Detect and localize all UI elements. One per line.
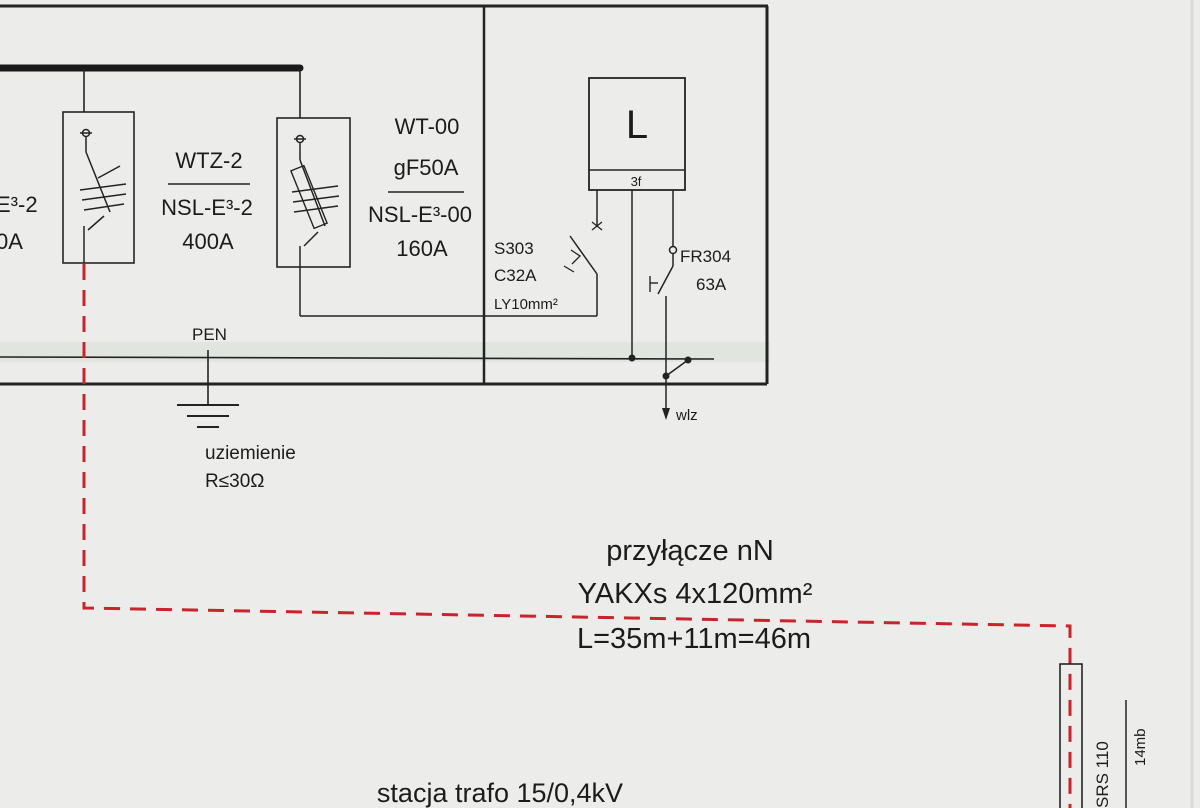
grounding-label: uziemienie [205, 443, 296, 464]
cable-route-dashed [82, 264, 1072, 808]
station-label: stacja trafo 15/0,4kV [377, 778, 623, 808]
fr304-rating: 63A [696, 275, 727, 294]
wlz-junction-dot [662, 372, 670, 380]
wt00-rating: 160A [396, 236, 448, 261]
grounding-resistance: R≤30Ω [205, 471, 265, 492]
s303-cable: LY10mm² [494, 296, 558, 313]
srs-length: 14mb [1132, 728, 1149, 766]
wt00-fuse-switch [276, 117, 597, 317]
wtz2-rating: 400A [182, 229, 234, 254]
wtz2-name: WTZ-2 [175, 148, 242, 173]
meter-symbol: L [626, 103, 648, 147]
wt00-name: WT-00 [395, 114, 460, 139]
s303-name: S303 [494, 239, 534, 258]
wlz-arrow-icon [662, 408, 670, 420]
pen-end-dot [684, 356, 692, 364]
s303-breaker [563, 235, 598, 316]
pen-junction-dot [628, 354, 636, 362]
wtz2-fuse-switch [62, 111, 135, 264]
energy-meter [588, 77, 686, 358]
fr304-name: FR304 [680, 247, 731, 266]
fr304-switch [649, 245, 689, 420]
connection-cable: YAKXs 4x120mm² [578, 578, 813, 610]
wlz-label: wlz [675, 407, 698, 424]
wtz2-fuse: NSL-E³-2 [161, 195, 253, 220]
wt00-fuse: NSL-E³-00 [368, 202, 472, 227]
left-partial-line1: E³-2 [0, 192, 38, 217]
pen-bar [0, 356, 715, 360]
meter-phase: 3f [631, 174, 642, 189]
connection-title: przyłącze nN [606, 535, 774, 567]
left-partial-line2: 0A [0, 229, 23, 254]
connection-length: L=35m+11m=46m [577, 623, 811, 655]
s303-rating: C32A [494, 266, 537, 285]
srs-name: SRS 110 [1093, 741, 1112, 808]
srs-pipe [1059, 663, 1083, 808]
wt00-fuse-type: gF50A [394, 155, 459, 180]
pen-label: PEN [192, 325, 227, 344]
switchgear-enclosure [0, 4, 769, 386]
ground-icon [177, 350, 239, 428]
